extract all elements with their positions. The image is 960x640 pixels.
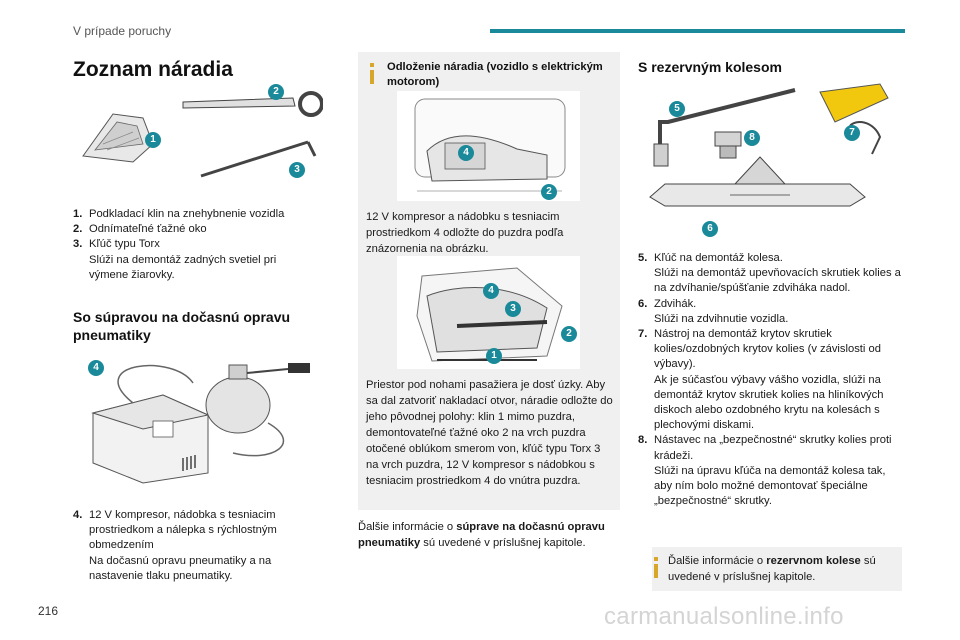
compressor-illustration: 4	[73, 343, 323, 493]
item-text: Podkladací klin na znehybnenie vozidla	[89, 208, 285, 220]
info-icon	[370, 63, 374, 84]
spare-wheel-tools-drawing	[649, 83, 889, 207]
item-description: Ak je súčasťou výbavy vášho vozidla, slú…	[654, 373, 884, 432]
tools-list: 1. Podkladací klin na znehybnenie vozidl…	[73, 207, 313, 283]
callout-badge-3: 3	[505, 301, 521, 317]
compressor-drawing	[91, 363, 310, 484]
callout-badge-6: 6	[702, 221, 718, 237]
item-number: 8.	[638, 434, 648, 447]
storage-instruction-2: Priestor pod nohami pasažiera je dosť úz…	[366, 379, 613, 487]
item-description: Slúži na demontáž upevňovacích skrutiek …	[654, 267, 901, 295]
watermark-url: carmanualsonline.info	[604, 603, 844, 630]
spare-wheel-tools-list: 5. Kľúč na demontáž kolesa. Slúži na dem…	[638, 251, 903, 509]
list-item: 2. Odnímateľné ťažné oko	[73, 222, 313, 237]
callout-badge-8: 8	[744, 130, 760, 146]
item-number: 5.	[638, 252, 648, 264]
list-item: 6. Zdvihák. Slúži na zdvihnutie vozidla.	[638, 297, 903, 327]
item-description: Slúži na úpravu kľúča na demontáž kolesa…	[654, 464, 886, 508]
item-text: Zdvihák.	[654, 297, 697, 310]
callout-badge-2: 2	[541, 184, 557, 200]
page-title: Zoznam náradia	[73, 58, 233, 81]
list-item: 3. Kľúč typu Torx Slúži na demontáž zadn…	[73, 237, 313, 283]
item-text: Nástroj na demontáž krytov skrutiek koli…	[654, 328, 881, 371]
page-number: 216	[38, 604, 59, 618]
item-number: 3.	[73, 238, 83, 251]
callout-badge-4: 4	[88, 360, 104, 376]
spare-wheel-tools-illustration: 5 8 7 6	[640, 82, 905, 244]
reference-text: Ďalšie informácie o	[358, 521, 457, 533]
header-accent-bar	[490, 29, 905, 33]
item-number: 2.	[73, 223, 83, 236]
list-item: 5. Kľúč na demontáž kolesa. Slúži na dem…	[638, 251, 903, 297]
callout-badge-2: 2	[561, 326, 577, 342]
item-text: Nástavec na „bezpečnostné“ skrutky kolie…	[654, 434, 892, 462]
list-item: 4. 12 V kompresor, nádobka s tesniacim p…	[73, 508, 313, 584]
reference-text-end: sú uvedené v príslušnej kapitole.	[420, 537, 586, 549]
spare-wheel-infobox	[652, 547, 902, 591]
item-description: Na dočasnú opravu pneumatiky a na nastav…	[89, 554, 272, 582]
item-number: 1.	[73, 208, 83, 220]
storage-drawing-a	[414, 98, 566, 192]
item-number: 4.	[73, 509, 83, 521]
callout-badge-3: 3	[289, 162, 305, 178]
reference-bold: súprave na dočasnú opravu pneumatiky	[358, 521, 605, 549]
callout-badge-7: 7	[844, 125, 860, 141]
section-heading-spare-wheel: S rezervným kolesom	[638, 59, 782, 75]
item-text: Kľúč typu Torx	[89, 238, 160, 251]
info-text-end: sú uvedené v príslušnej kapitole.	[668, 555, 876, 583]
list-item: 1. Podkladací klin na znehybnenie vozidl…	[73, 207, 313, 222]
list-item: 7. Nástroj na demontáž krytov skrutiek k…	[638, 327, 903, 433]
tools-illustration: 1 2 3	[73, 84, 324, 194]
callout-badge-2: 2	[268, 84, 284, 100]
item-description: Slúži na zdvihnutie vozidla.	[654, 312, 789, 325]
item-text: Odnímateľné ťažné oko	[89, 223, 207, 236]
callout-badge-1: 1	[145, 132, 161, 148]
callout-badge-1: 1	[486, 348, 502, 364]
item-text: Kľúč na demontáž kolesa.	[654, 252, 783, 264]
storage-instruction-1: 12 V kompresor a nádobku s tesniacim pro…	[366, 211, 564, 255]
item-number: 6.	[638, 297, 648, 310]
info-text: Ďalšie informácie o	[668, 555, 767, 567]
item-description: Slúži na demontáž zadných svetiel pri vý…	[89, 253, 277, 281]
repair-kit-reference: Ďalšie informácie o súprave na dočasnú o…	[358, 519, 620, 551]
running-header: V prípade poruchy	[73, 24, 172, 38]
section-heading-repair-kit: So súpravou na dočasnú opravu pneumatiky	[73, 309, 291, 344]
callout-badge-5: 5	[669, 101, 685, 117]
tools-drawing	[82, 91, 324, 178]
repair-kit-list: 4. 12 V kompresor, nádobka s tesniacim p…	[73, 508, 313, 584]
spare-wheel-reference: Ďalšie informácie o rezervnom kolese sú …	[668, 553, 900, 585]
storage-illustration-b: 4 3 2 1	[397, 256, 580, 369]
list-item: 8. Nástavec na „bezpečnostné“ skrutky ko…	[638, 433, 903, 509]
item-text: 12 V kompresor, nádobka s tesniacim pros…	[89, 509, 277, 552]
storage-illustration-a: 4 2	[397, 91, 580, 201]
info-bold: rezervnom kolese	[766, 555, 861, 567]
infobox-title: Odloženie náradia (vozidlo s elektrickým…	[387, 61, 603, 88]
info-icon	[654, 557, 658, 578]
item-number: 7.	[638, 328, 648, 341]
callout-badge-4: 4	[483, 283, 499, 299]
callout-badge-4: 4	[458, 145, 474, 161]
